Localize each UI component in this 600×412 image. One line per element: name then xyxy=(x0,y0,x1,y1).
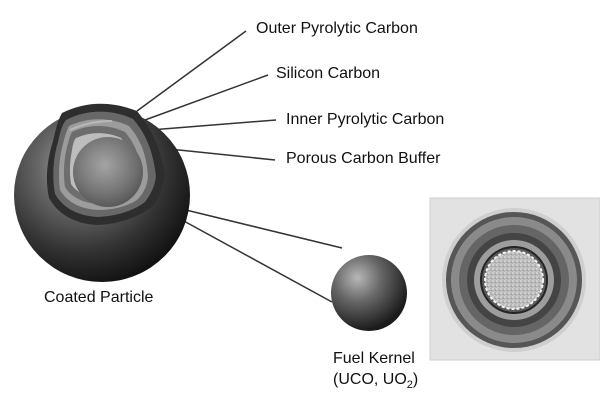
fuel-kernel-formula-subscript: 2 xyxy=(406,379,413,391)
fuel-kernel-composition: (UCO, UO2) xyxy=(333,369,418,396)
leader-line-kernel-lower xyxy=(181,219,333,303)
micrograph-kernel xyxy=(485,251,543,309)
label-coated-particle: Coated Particle xyxy=(44,289,154,306)
fuel-kernel-sphere xyxy=(331,255,407,331)
fuel-kernel-title: Fuel Kernel xyxy=(333,350,415,367)
leader-line-silicon-carbon xyxy=(144,74,269,121)
micrograph-inset xyxy=(429,197,600,361)
leader-line-kernel-upper xyxy=(185,209,343,249)
fuel-kernel-formula-close: ) xyxy=(412,371,419,388)
fuel-kernel-formula-open: (UCO, UO xyxy=(333,371,407,388)
coated-particle-sphere xyxy=(14,103,190,282)
label-fuel-kernel: Fuel Kernel (UCO, UO2) xyxy=(333,348,418,396)
layer-highlight xyxy=(69,120,113,131)
label-inner-pyrolytic-carbon: Inner Pyrolytic Carbon xyxy=(286,111,445,128)
leader-line-inner-pyrolytic xyxy=(149,119,277,131)
particle-fuel-kernel xyxy=(73,137,143,207)
label-porous-carbon-buffer: Porous Carbon Buffer xyxy=(286,150,441,167)
leader-line-outer-pyrolytic xyxy=(136,30,247,112)
label-silicon-carbon: Silicon Carbon xyxy=(276,65,381,82)
label-outer-pyrolytic-carbon: Outer Pyrolytic Carbon xyxy=(256,20,418,37)
micrograph-kernel-boundary xyxy=(484,250,544,310)
